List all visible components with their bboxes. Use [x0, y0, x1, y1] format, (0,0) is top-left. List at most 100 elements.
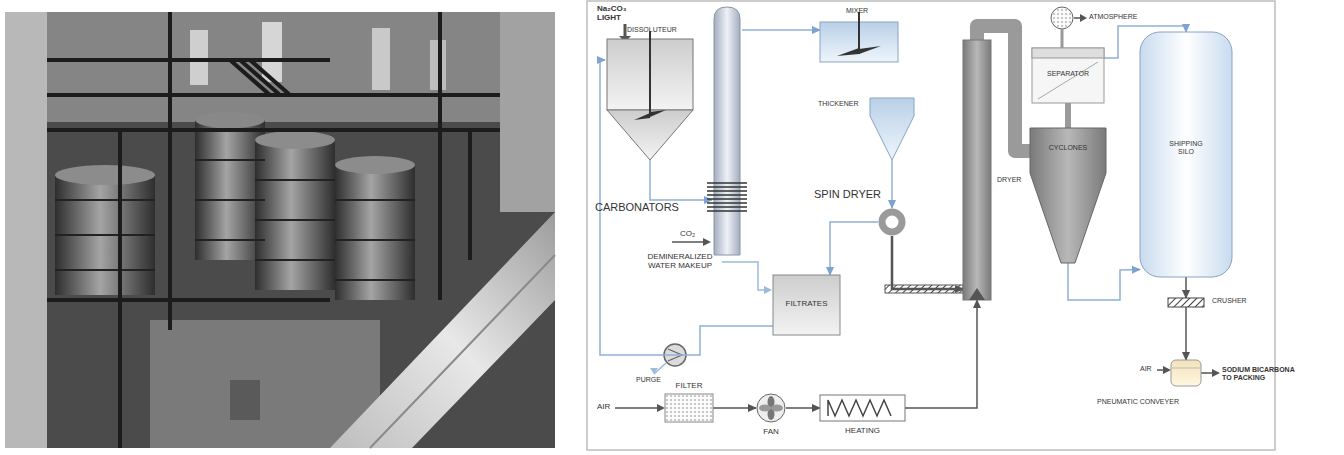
drawing-part — [707, 202, 747, 204]
drawing-part — [707, 194, 747, 196]
flow-line — [650, 160, 712, 200]
dryer-pipe: DRYER — [963, 40, 991, 300]
stream-label: SODIUM BICARBONA TO PACKING — [1222, 366, 1302, 382]
drawing-part — [330, 212, 555, 448]
drawing-part — [195, 239, 265, 241]
drawing-part — [335, 165, 415, 300]
drawing-part — [1032, 48, 1104, 103]
node-outline — [963, 40, 991, 300]
equipment-label: FILTER — [665, 381, 713, 390]
drawing-part — [764, 286, 772, 294]
spin-dryer: SPIN DRYER — [878, 208, 906, 236]
drawing-part — [707, 210, 747, 212]
thickener-cone: THICKENER — [870, 98, 914, 160]
drawing-part — [707, 190, 747, 192]
drawing-part — [5, 12, 47, 448]
flow-line — [830, 222, 878, 275]
drawing-part — [969, 288, 985, 300]
equipment-label: DRYER — [997, 176, 1021, 184]
diagram-frame — [587, 1, 1275, 450]
drawing-part — [255, 219, 335, 221]
node-outline — [878, 208, 906, 236]
drawing-part — [5, 12, 555, 122]
drawing-part — [1061, 29, 1064, 48]
flow-line — [1185, 277, 1187, 298]
shipping-silo: SHIPPING SILO — [1140, 32, 1232, 277]
drawing-part — [707, 182, 747, 184]
drawing-part — [335, 279, 415, 281]
duct-pipe — [1065, 103, 1071, 128]
drawing-part — [1157, 369, 1164, 371]
node-outline — [820, 22, 898, 62]
equipment-label: PNEUMATIC CONVEYER — [1097, 398, 1179, 406]
plant-photo — [5, 12, 555, 448]
drawing-part — [230, 60, 290, 95]
equipment-label: FILTRATES — [773, 299, 840, 308]
flow-line — [905, 300, 977, 408]
heater-box: HEATING — [820, 395, 905, 421]
drawing-part — [707, 198, 747, 200]
dissolver-tank: DISSOLUTEUR — [605, 25, 695, 160]
drawing-part — [1171, 360, 1201, 386]
equipment-label: SHIPPING SILO — [1164, 140, 1208, 156]
drawing-part — [870, 98, 914, 160]
drawing-part — [649, 31, 651, 115]
drawing-part — [47, 298, 330, 302]
node-outline — [605, 25, 695, 160]
node-outline — [665, 394, 713, 422]
drawing-part — [650, 368, 658, 374]
stream-label: ATMOSPHERE — [1089, 13, 1138, 21]
drawing-part — [500, 12, 555, 212]
drawing-part — [55, 160, 415, 280]
node-outline — [1171, 360, 1201, 386]
drawing-part — [1171, 368, 1201, 369]
equipment-label: FAN — [746, 427, 796, 436]
separator-box: SEPARATOR — [1032, 48, 1104, 103]
equipment-label: CYCLONES — [1030, 144, 1106, 152]
drawing-part — [773, 275, 840, 335]
flow-arrows — [615, 7, 1220, 412]
drawing-part — [195, 120, 265, 260]
equipment-label: SEPARATOR — [1032, 70, 1104, 78]
drawing-part — [707, 186, 747, 188]
drawing-part — [722, 262, 765, 290]
drawing-part — [657, 404, 665, 412]
drawing-part — [47, 58, 330, 62]
drawing-part — [771, 405, 783, 412]
stream-label: Na₂CO₃ LIGHT — [597, 4, 641, 22]
drawing-part — [837, 48, 859, 56]
flow-line — [742, 29, 820, 31]
flow-line — [1068, 263, 1140, 300]
drawing-part — [1038, 62, 1098, 99]
flow-line — [891, 160, 893, 208]
drawing-part — [714, 7, 740, 255]
stream-label: AIR — [597, 402, 610, 411]
drawing-part — [195, 199, 265, 201]
drawing-part — [828, 400, 891, 416]
drawing-part — [47, 93, 500, 97]
drawing-part — [1163, 366, 1171, 374]
drawing-part — [1168, 298, 1204, 307]
equipment-label: CARBONATORS — [595, 201, 679, 214]
flow-line — [1185, 307, 1187, 360]
equipment-label: MIXER — [846, 7, 868, 15]
drawing-part — [55, 269, 155, 271]
node-outline — [820, 395, 905, 421]
drawing-part — [1212, 369, 1220, 377]
drawing-part — [650, 110, 666, 117]
stream-label: CO₂ — [680, 229, 695, 238]
drawing-part — [1080, 14, 1087, 22]
filtrate-tank: FILTRATES — [773, 275, 840, 335]
drawing-part — [195, 112, 265, 128]
drawing-part — [707, 206, 747, 208]
stream-label: DEMINERALIZED WATER MAKEUP — [640, 252, 720, 270]
drawing-part — [255, 131, 335, 149]
drawing-part — [759, 405, 771, 412]
node-outline — [712, 5, 742, 255]
drawing-part — [255, 259, 335, 261]
drawing-part — [370, 255, 555, 448]
drawing-part — [1030, 128, 1106, 263]
drawing-part — [190, 30, 208, 85]
mixer-tank: MIXER — [820, 22, 898, 62]
